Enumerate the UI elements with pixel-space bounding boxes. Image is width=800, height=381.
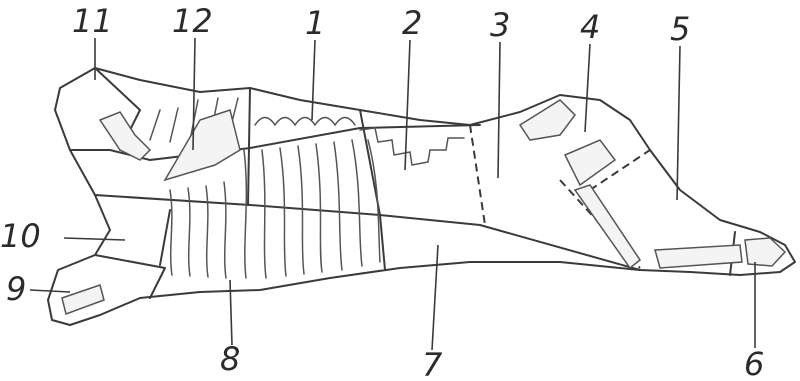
division-line-main [95, 195, 640, 270]
leader-1 [312, 40, 315, 120]
leader-10 [64, 238, 125, 240]
label-12: 12 [172, 2, 213, 40]
label-3: 3 [490, 6, 510, 44]
femur-bone [565, 140, 615, 185]
label-10: 10 [0, 217, 41, 255]
leader-8 [230, 280, 232, 345]
fore-shank-bone [62, 285, 104, 314]
leader-3 [498, 42, 500, 178]
shoulder-blade [165, 110, 240, 180]
label-6: 6 [744, 345, 764, 381]
cut-line-3 [470, 125, 485, 225]
cut-line-brisket [160, 210, 170, 265]
neck-vertebrae [100, 112, 150, 160]
label-4: 4 [580, 8, 600, 46]
cut-line-2 [360, 110, 385, 270]
cut-line-shank [95, 255, 165, 298]
pelvis-bone [520, 100, 575, 140]
tibia-bone [575, 185, 640, 268]
carcass-outline [48, 68, 795, 325]
leader-9 [30, 290, 70, 292]
label-1: 1 [305, 4, 325, 42]
label-9: 9 [6, 270, 26, 308]
leader-5 [677, 46, 680, 200]
label-7: 7 [422, 346, 443, 381]
leader-2 [405, 40, 410, 170]
leader-7 [432, 245, 438, 350]
label-2: 2 [402, 4, 422, 42]
hind-shank-bone [655, 245, 742, 268]
label-11: 11 [72, 2, 113, 40]
label-5: 5 [670, 10, 690, 48]
leader-4 [585, 44, 590, 132]
label-8: 8 [220, 340, 240, 378]
cut-line-1 [248, 88, 250, 205]
